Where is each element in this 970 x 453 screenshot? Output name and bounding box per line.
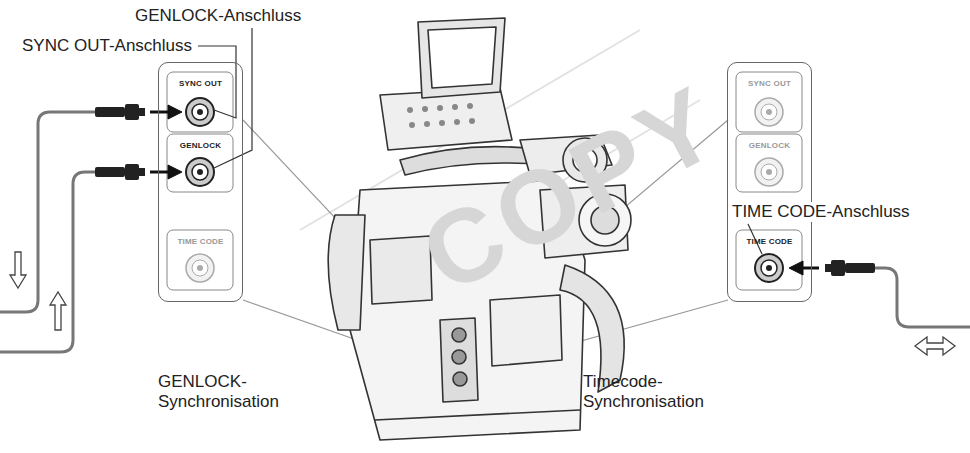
callout-label: SYNC OUT-Anschluss xyxy=(22,36,192,56)
connector-name: TIME CODE xyxy=(728,237,811,246)
connector-name: TIME CODE xyxy=(159,237,242,246)
connector-name: GENLOCK xyxy=(159,141,242,150)
callout-label: TIME CODE-Anschluss xyxy=(730,202,912,222)
connector-name: SYNC OUT xyxy=(728,79,811,88)
connector-panel: SYNC OUT GENLOCK TIME CODE xyxy=(158,62,243,302)
connector-name: GENLOCK xyxy=(728,141,811,150)
caption-label: Timecode- Synchronisation xyxy=(583,372,733,412)
callout-label: GENLOCK-Anschluss xyxy=(135,6,301,26)
connector-panel: SYNC OUT GENLOCK TIME CODE xyxy=(727,62,812,302)
caption-label: GENLOCK- Synchronisation xyxy=(158,372,308,412)
connector-name: SYNC OUT xyxy=(159,79,242,88)
